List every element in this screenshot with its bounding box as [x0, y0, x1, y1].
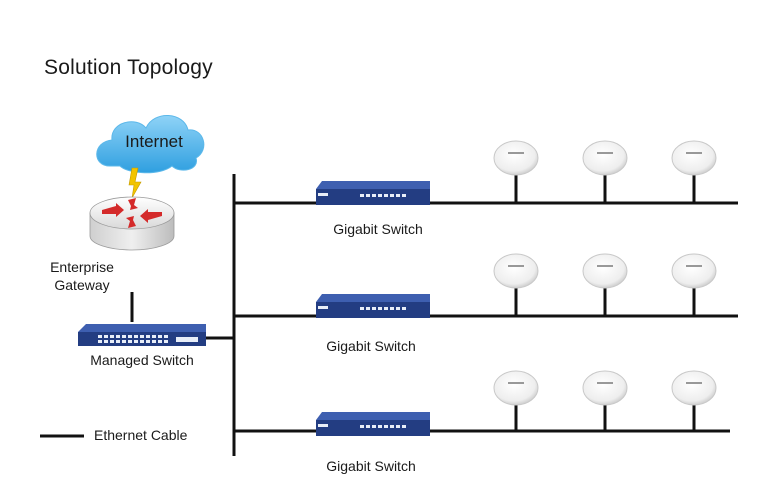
internet-label: Internet: [125, 132, 183, 151]
gigabit-switch-icon: [316, 181, 430, 205]
gigabit-switch-icon: [316, 294, 430, 318]
access-point-icon: [582, 253, 628, 289]
managed-switch-label: Managed Switch: [90, 352, 194, 368]
gateway-label: Enterprise Gateway: [50, 259, 114, 293]
managed-switch-icon: [78, 324, 206, 346]
internet-cloud: [96, 115, 205, 174]
access-point-icon: [671, 140, 717, 176]
access-point-icon: [582, 370, 628, 406]
legend-ethernet-label: Ethernet Cable: [94, 427, 188, 443]
gigabit-switch-label-3: Gigabit Switch: [326, 458, 416, 474]
access-point-icon: [582, 140, 628, 176]
gigabit-switch-icon: [316, 412, 430, 436]
access-point-icon: [493, 140, 539, 176]
gigabit-switch-label-1: Gigabit Switch: [333, 221, 423, 237]
access-point-icon: [671, 253, 717, 289]
row-3: [234, 370, 730, 436]
access-point-icon: [493, 253, 539, 289]
page-title: Solution Topology: [44, 56, 213, 79]
router-icon: [89, 196, 175, 251]
access-point-icon: [493, 370, 539, 406]
lightning-icon: [128, 167, 142, 199]
access-point-icon: [671, 370, 717, 406]
row-1: [234, 140, 738, 205]
gigabit-switch-label-2: Gigabit Switch: [326, 338, 416, 354]
row-2: [234, 253, 738, 318]
